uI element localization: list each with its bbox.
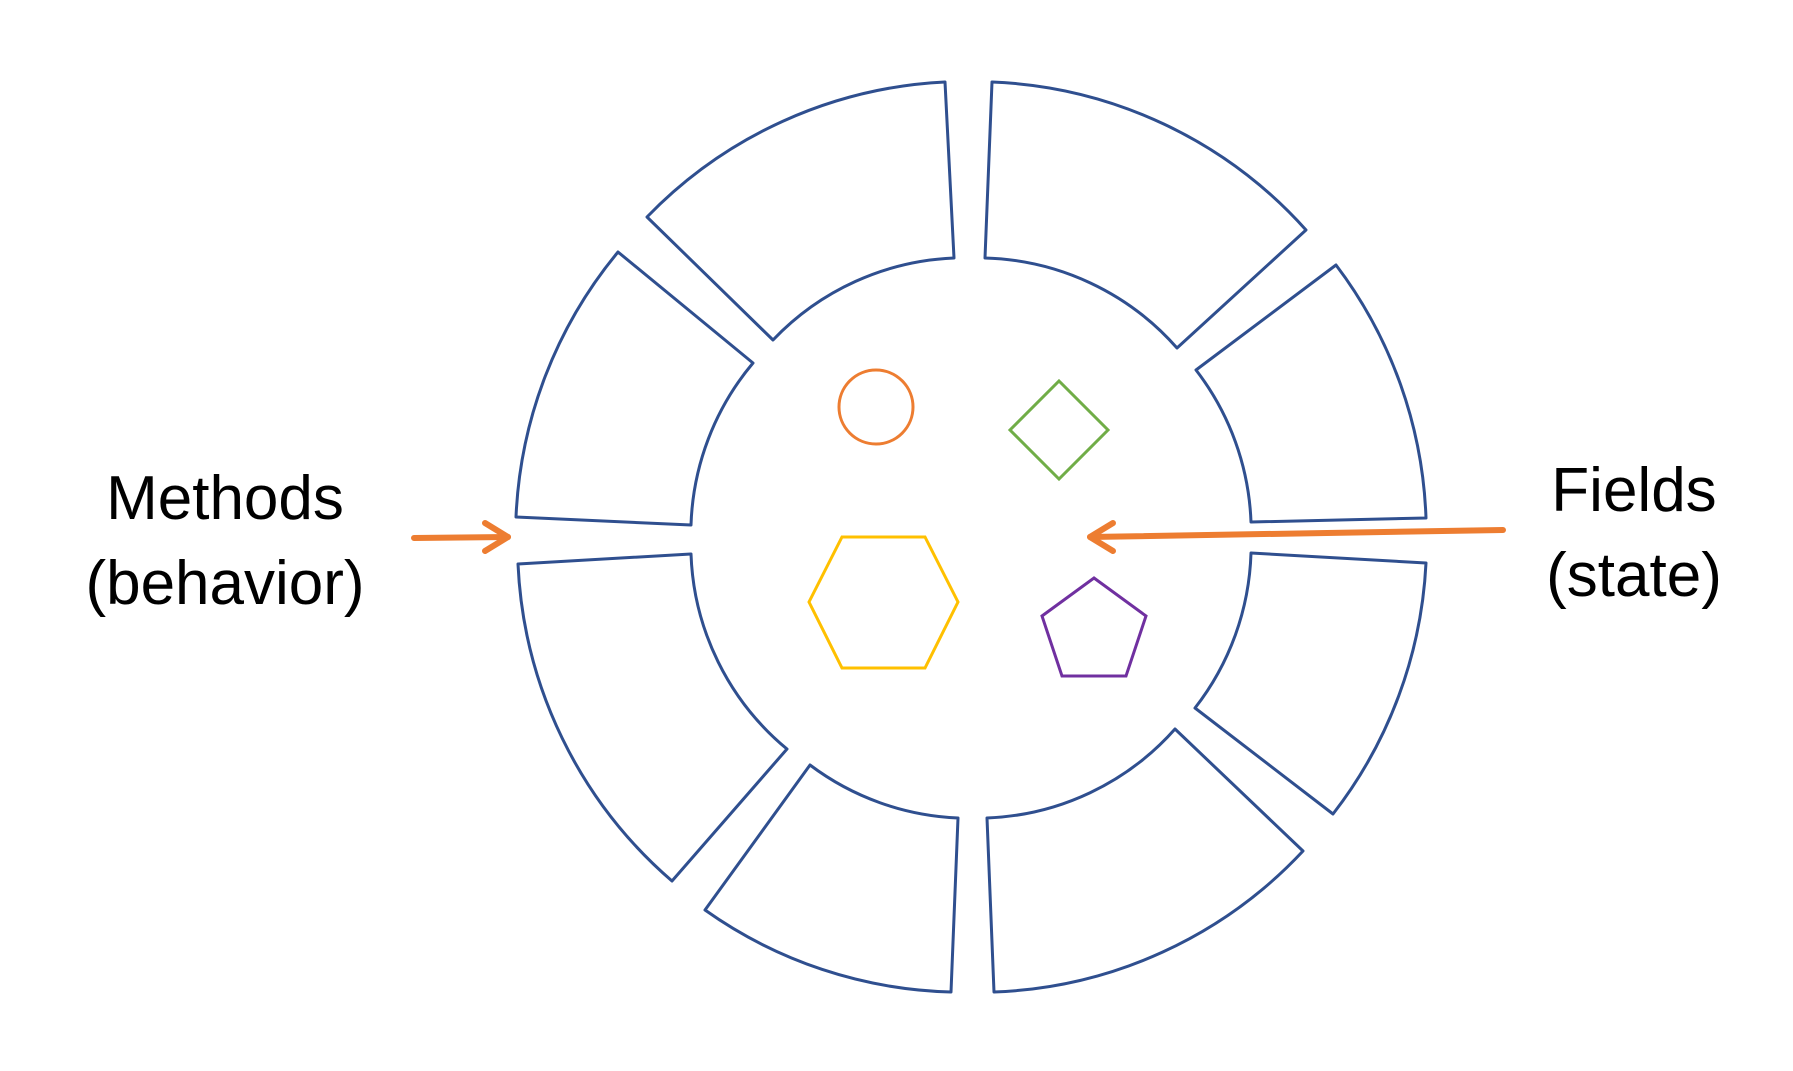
method-segment: [514, 250, 755, 527]
method-segment: [516, 552, 789, 883]
method-segments: [514, 80, 1428, 994]
field-shapes: [807, 368, 1148, 678]
circle-shape: [837, 368, 915, 446]
fields-arrow: [1087, 520, 1506, 554]
labels: Methods (behavior) Fields (state): [85, 456, 1721, 618]
method-segment: [703, 763, 960, 994]
method-segment: [1194, 263, 1428, 524]
method-segment: [1193, 551, 1428, 816]
method-segment: [645, 80, 956, 342]
pentagon-shape: [1040, 576, 1148, 678]
methods-arrow: [411, 520, 511, 554]
arrows: [411, 520, 1506, 554]
hexagon-shape: [807, 535, 960, 670]
fields-label-line1: Fields: [1551, 456, 1716, 525]
methods-label-line1: Methods: [106, 464, 344, 533]
diamond-shape: [1007, 378, 1111, 482]
methods-label-line2: (behavior): [85, 549, 364, 618]
method-segment: [985, 727, 1305, 994]
fields-label-line2: (state): [1546, 541, 1722, 610]
method-segment: [983, 80, 1308, 350]
